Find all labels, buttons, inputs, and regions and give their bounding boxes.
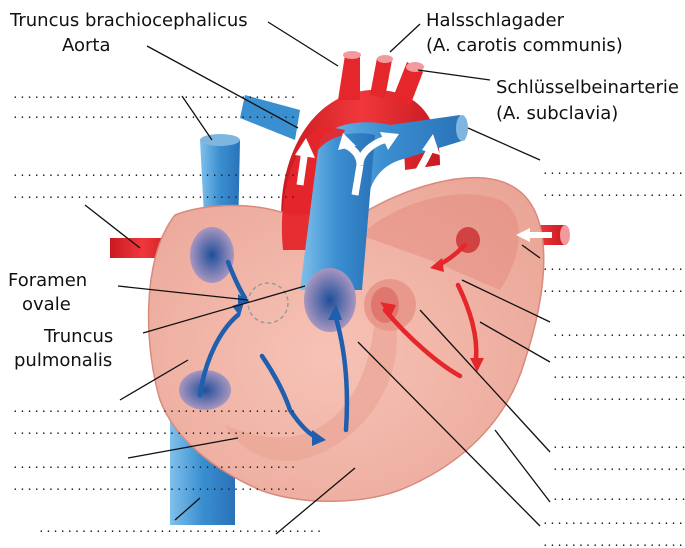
blank-line: ........................................ — [552, 368, 685, 381]
blank-line: ........................................ — [12, 458, 297, 471]
vena-cava-superior-opening — [200, 134, 240, 146]
truncus-brachiocephalicus-vessel — [338, 55, 360, 100]
label-aorta: Aorta — [62, 35, 111, 56]
blank-line: ........................................ — [552, 460, 685, 473]
blank-line: ........................................ — [542, 536, 685, 548]
label-pulmonalis: pulmonalis — [14, 350, 112, 371]
blank-line: ........................................ — [542, 260, 685, 273]
blank-line: ........................................ — [542, 186, 685, 199]
label-truncus-brachiocephalicus: Truncus brachiocephalicus — [9, 10, 248, 31]
blank-line: ........................................ — [12, 88, 297, 101]
label-subclavia: (A. subclavia) — [496, 103, 618, 124]
blank-line: ........................................ — [12, 166, 297, 179]
blank-line: ........................................ — [542, 514, 685, 527]
label-foramen: Foramen — [8, 270, 87, 291]
pulmonary-valve-opening — [304, 268, 356, 332]
blank-line: ........................................ — [38, 522, 323, 535]
label-carotis: (A. carotis communis) — [426, 35, 623, 56]
blank-line: ........................................ — [12, 188, 297, 201]
blank-line: ........................................ — [552, 348, 685, 361]
label-truncus: Truncus — [43, 326, 113, 347]
blank-line: ........................................ — [552, 490, 685, 503]
label-ovale: ovale — [22, 294, 71, 315]
label-halsschlagader: Halsschlagader — [426, 10, 565, 31]
blank-line: ........................................ — [12, 402, 297, 415]
blank-line: ........................................ — [12, 424, 297, 437]
blank-line: ........................................ — [552, 390, 685, 403]
label-schluesselbeinarterie: Schlüsselbeinarterie — [496, 77, 679, 98]
right-atrium-opening — [190, 227, 234, 283]
blank-line: ........................................ — [12, 480, 297, 493]
blank-line: ........................................ — [542, 164, 685, 177]
blank-line: ........................................ — [12, 108, 297, 121]
blank-line: ........................................ — [542, 282, 685, 295]
blank-line: ........................................ — [552, 326, 685, 339]
blank-line: ........................................ — [552, 438, 685, 451]
